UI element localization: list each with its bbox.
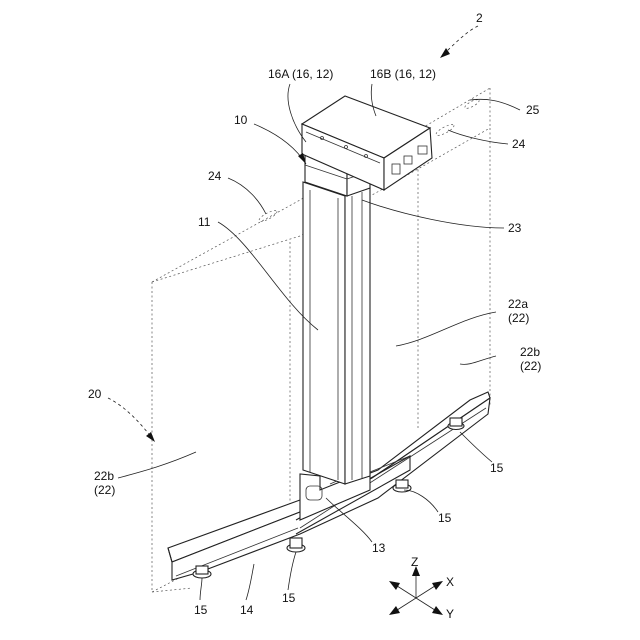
column <box>303 182 370 484</box>
axis-label-y: Y <box>446 607 454 621</box>
label-22b-left-sub: (22) <box>94 483 115 497</box>
label-15-center: 15 <box>282 591 296 605</box>
axis-label-x: X <box>446 575 454 589</box>
label-14: 14 <box>240 603 254 617</box>
leveling-foot-left <box>193 566 211 578</box>
label-22a-sub: (22) <box>508 311 529 325</box>
axis-indicator <box>389 566 443 615</box>
label-16b: 16B (16, 12) <box>370 67 436 81</box>
label-fig-ref: 2 <box>476 11 483 25</box>
label-20: 20 <box>88 387 102 401</box>
label-25: 25 <box>526 103 540 117</box>
label-10: 10 <box>234 113 248 127</box>
label-16a: 16A (16, 12) <box>268 67 333 81</box>
axis-label-z: Z <box>411 555 418 569</box>
label-15-mid: 15 <box>438 511 452 525</box>
label-23: 23 <box>508 221 522 235</box>
label-24-left: 24 <box>208 169 222 183</box>
label-15-left: 15 <box>194 603 208 617</box>
leveling-foot-right <box>448 418 464 430</box>
label-13: 13 <box>372 541 386 555</box>
label-22a: 22a <box>508 297 528 311</box>
label-15-right: 15 <box>490 461 504 475</box>
label-22b-right: 22b <box>520 345 540 359</box>
label-22b-right-sub: (22) <box>520 359 541 373</box>
leveling-foot-center <box>287 538 305 552</box>
label-22b-left: 22b <box>94 469 114 483</box>
label-24-right: 24 <box>512 137 526 151</box>
axis-labels: Z X Y <box>411 555 454 621</box>
label-11: 11 <box>198 215 211 229</box>
